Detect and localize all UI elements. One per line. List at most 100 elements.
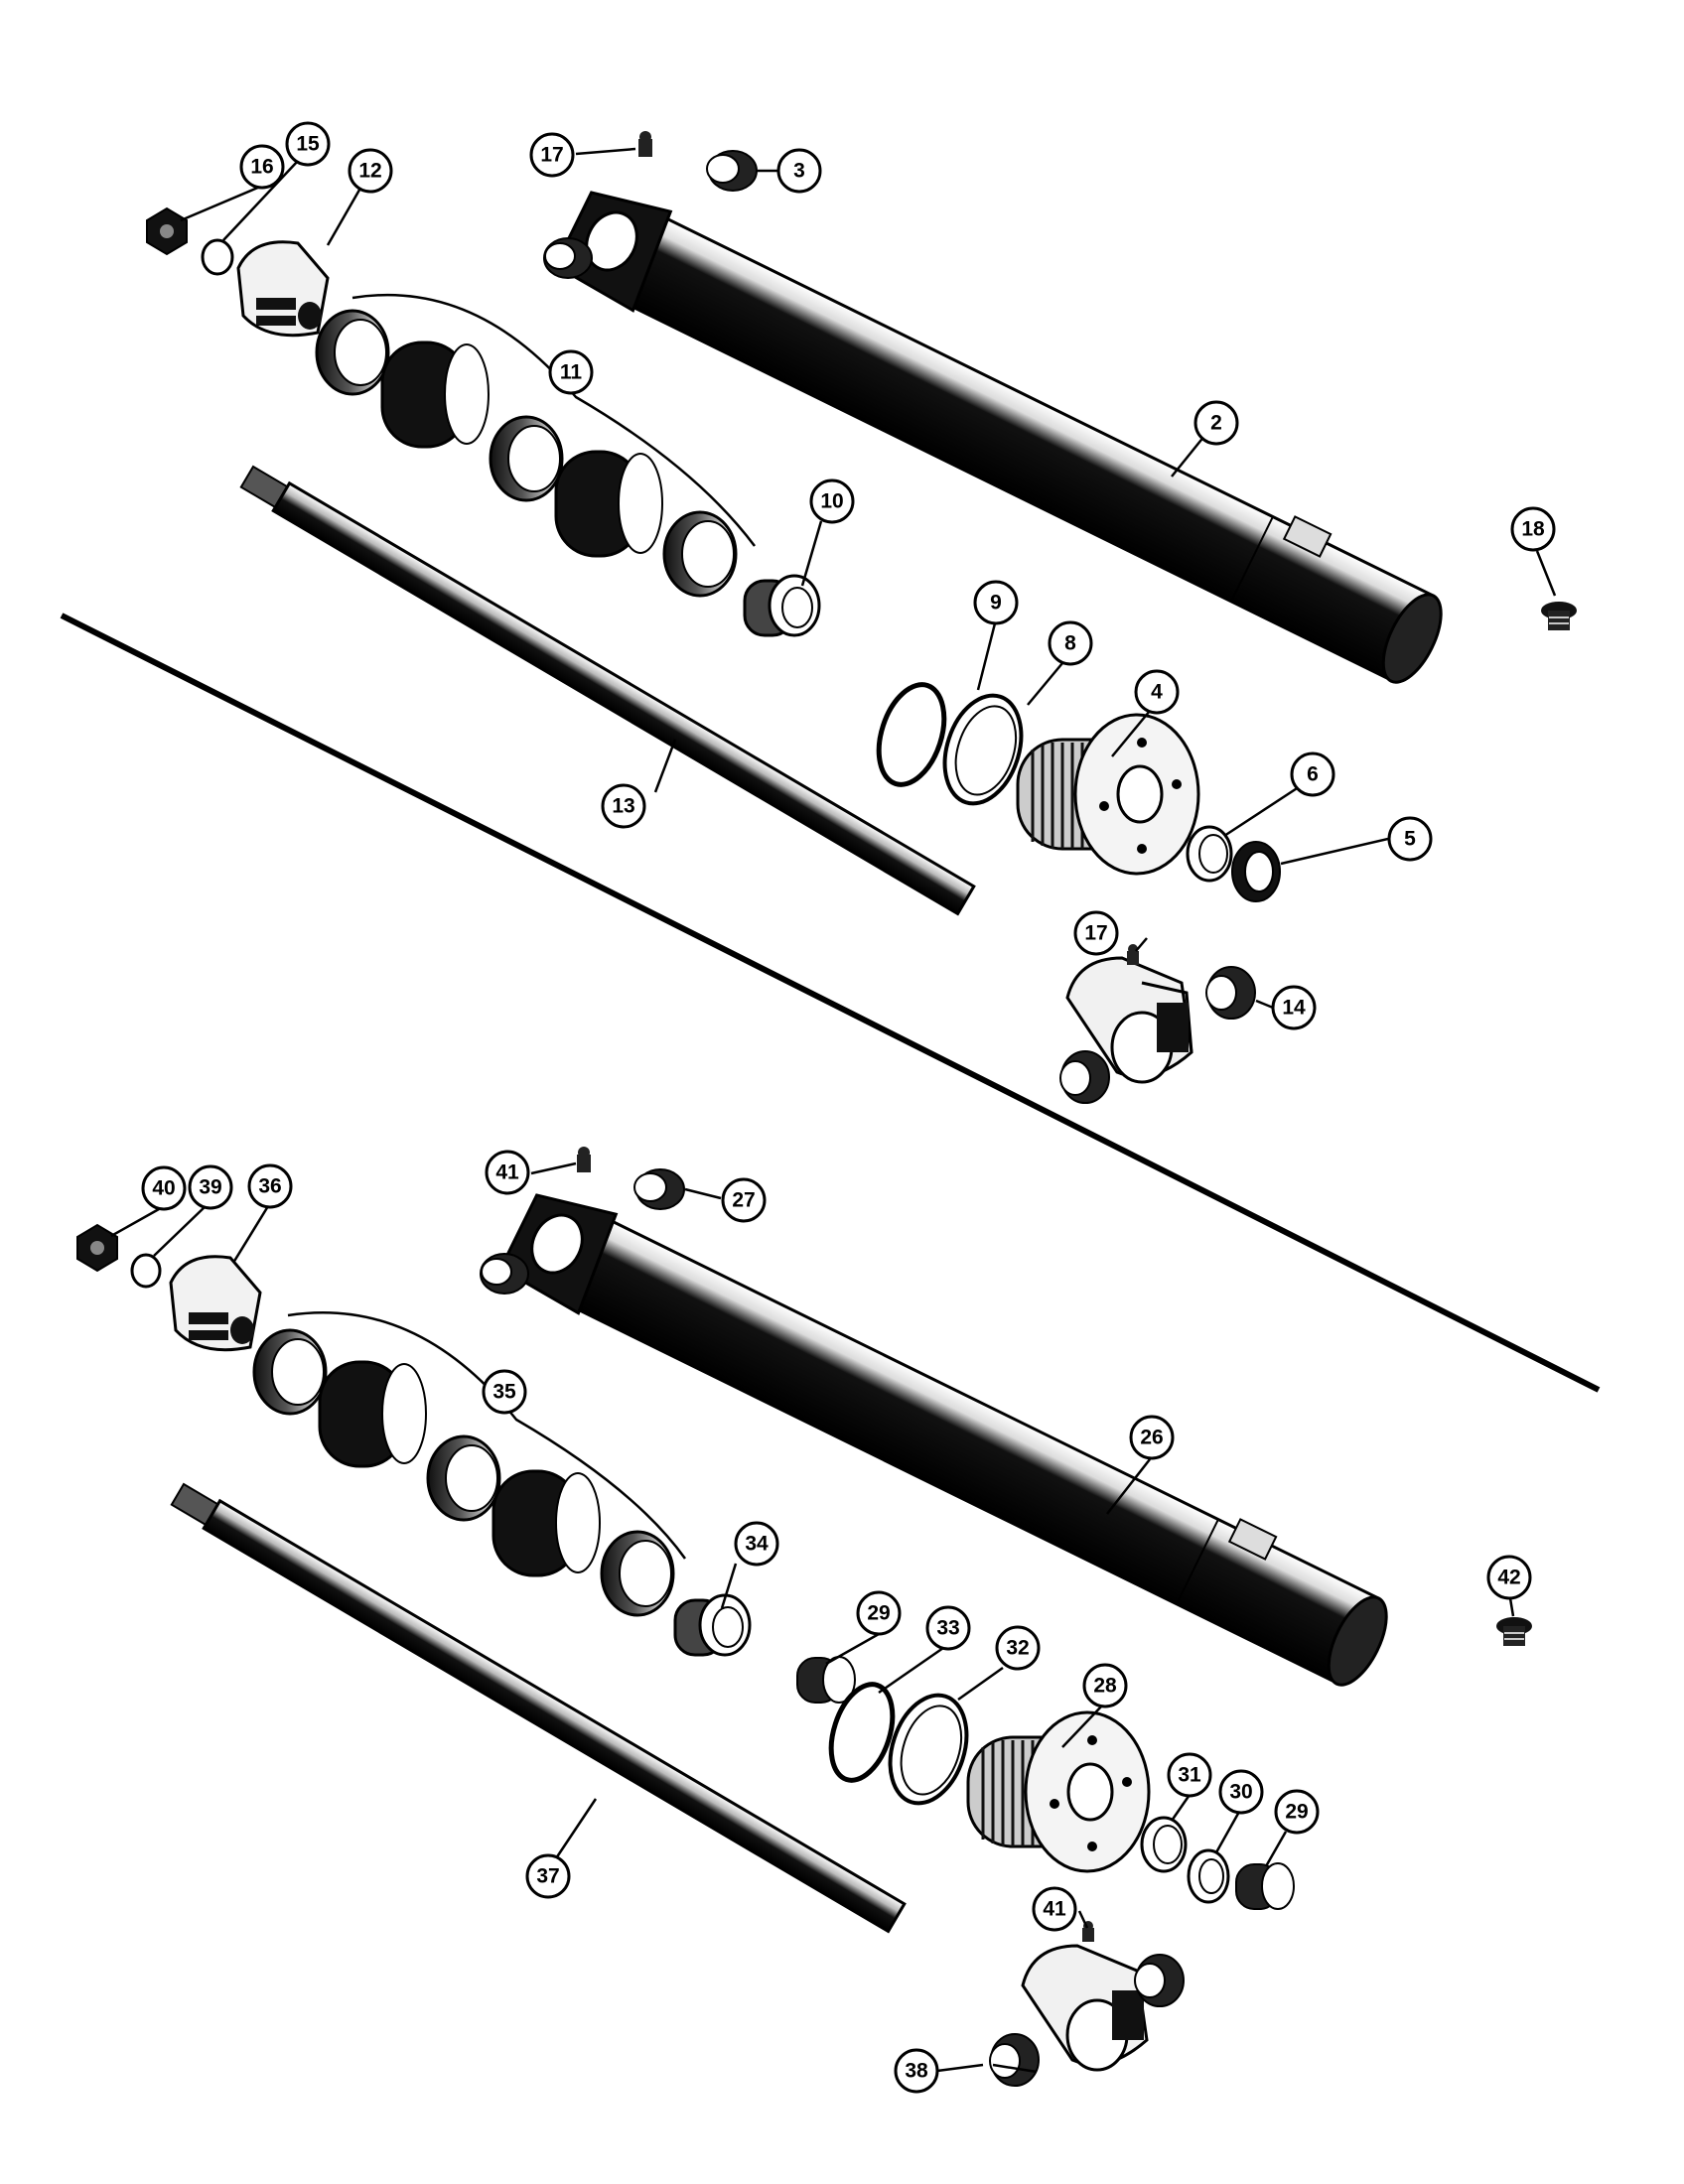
svg-text:5: 5 <box>1404 828 1416 851</box>
callout-27: 27 <box>721 1177 767 1223</box>
nut <box>76 1223 118 1273</box>
callout-31: 31 <box>1167 1752 1212 1798</box>
svg-text:37: 37 <box>536 1865 559 1888</box>
callout-41: 41 <box>1032 1886 1077 1932</box>
washer <box>201 238 234 276</box>
svg-text:41: 41 <box>495 1161 519 1184</box>
piston <box>236 240 330 338</box>
piston-rod <box>239 465 976 916</box>
backup-ring <box>888 1693 969 1806</box>
svg-text:32: 32 <box>1006 1637 1029 1660</box>
wiper-seal <box>1186 825 1233 883</box>
callout-3: 3 <box>776 148 822 194</box>
o-ring <box>828 1682 896 1783</box>
callout-29: 29 <box>1274 1789 1320 1835</box>
callout-12: 12 <box>348 148 393 194</box>
svg-text:39: 39 <box>199 1176 221 1199</box>
svg-text:35: 35 <box>492 1381 516 1404</box>
svg-text:30: 30 <box>1229 1781 1252 1804</box>
callout-4: 4 <box>1134 669 1180 715</box>
callout-40: 40 <box>141 1165 187 1211</box>
rod-seal <box>1231 841 1281 902</box>
bushing <box>989 2033 1040 2087</box>
callout-32: 32 <box>995 1625 1041 1671</box>
svg-text:6: 6 <box>1307 763 1319 786</box>
svg-text:9: 9 <box>990 592 1002 614</box>
callout-34: 34 <box>734 1521 779 1567</box>
callout-28: 28 <box>1082 1663 1128 1708</box>
callout-13: 13 <box>601 783 646 829</box>
piston <box>169 1255 262 1352</box>
plug <box>1496 1617 1532 1646</box>
svg-text:29: 29 <box>867 1602 890 1625</box>
svg-text:8: 8 <box>1064 632 1076 655</box>
stop-tube <box>743 574 821 637</box>
bushing <box>706 150 758 192</box>
cylinder-head <box>1016 713 1200 876</box>
svg-text:17: 17 <box>540 144 563 167</box>
svg-text:40: 40 <box>152 1177 175 1200</box>
svg-text:16: 16 <box>250 156 273 179</box>
callout-9: 9 <box>973 580 1019 625</box>
bottom-assembly <box>76 1147 1532 2087</box>
nut <box>146 206 188 256</box>
separator-line <box>60 613 1601 1393</box>
svg-text:4: 4 <box>1151 681 1163 704</box>
grease-fitting <box>1127 944 1139 965</box>
washer <box>130 1253 162 1289</box>
svg-text:38: 38 <box>905 2060 928 2083</box>
seal-kit <box>315 293 756 598</box>
cylinder-tube <box>498 1193 1388 1687</box>
grease-fitting <box>577 1147 591 1172</box>
callout-17: 17 <box>529 132 575 178</box>
svg-text:33: 33 <box>936 1617 959 1640</box>
callout-14: 14 <box>1271 985 1317 1030</box>
stop-tube <box>673 1593 752 1657</box>
plug <box>1541 602 1577 630</box>
callout-30: 30 <box>1218 1769 1264 1815</box>
callout-29: 29 <box>856 1590 902 1636</box>
callout-18: 18 <box>1510 506 1556 552</box>
callout-33: 33 <box>925 1605 971 1651</box>
svg-text:10: 10 <box>820 490 843 513</box>
svg-text:11: 11 <box>560 361 583 384</box>
callout-36: 36 <box>247 1163 293 1209</box>
cylinder-tube <box>553 191 1443 684</box>
callout-41: 41 <box>485 1150 530 1195</box>
callout-38: 38 <box>894 2048 939 2094</box>
callout-35: 35 <box>482 1369 527 1415</box>
callout-8: 8 <box>1048 620 1093 666</box>
bushing <box>633 1168 685 1210</box>
callout-11: 11 <box>548 349 594 395</box>
svg-text:36: 36 <box>258 1175 281 1198</box>
svg-text:41: 41 <box>1043 1898 1066 1921</box>
svg-text:17: 17 <box>1084 922 1107 945</box>
callout-39: 39 <box>188 1164 233 1210</box>
grease-fitting <box>638 131 652 157</box>
rod-eye <box>1021 1944 1149 2072</box>
svg-text:31: 31 <box>1178 1764 1201 1787</box>
svg-text:12: 12 <box>358 160 381 183</box>
svg-text:14: 14 <box>1282 997 1306 1020</box>
callout-26: 26 <box>1129 1415 1175 1460</box>
rod-eye <box>1065 956 1193 1084</box>
svg-text:13: 13 <box>612 795 634 818</box>
cylinder-head <box>966 1710 1151 1873</box>
svg-text:15: 15 <box>296 133 320 156</box>
grease-fitting <box>1082 1921 1094 1942</box>
bushing <box>543 237 593 279</box>
callout-15: 15 <box>285 121 331 167</box>
backup-ring <box>942 693 1024 806</box>
bushing <box>480 1253 529 1295</box>
callout-2: 2 <box>1193 400 1239 446</box>
svg-text:42: 42 <box>1497 1567 1520 1589</box>
rod-seal <box>1187 1848 1230 1904</box>
piston-rod <box>170 1482 907 1934</box>
svg-text:28: 28 <box>1093 1675 1117 1698</box>
wiper-seal <box>1140 1816 1188 1873</box>
svg-text:26: 26 <box>1140 1427 1163 1449</box>
bushing <box>1059 1050 1110 1104</box>
callout-42: 42 <box>1486 1555 1532 1600</box>
callout-16: 16 <box>239 144 285 190</box>
